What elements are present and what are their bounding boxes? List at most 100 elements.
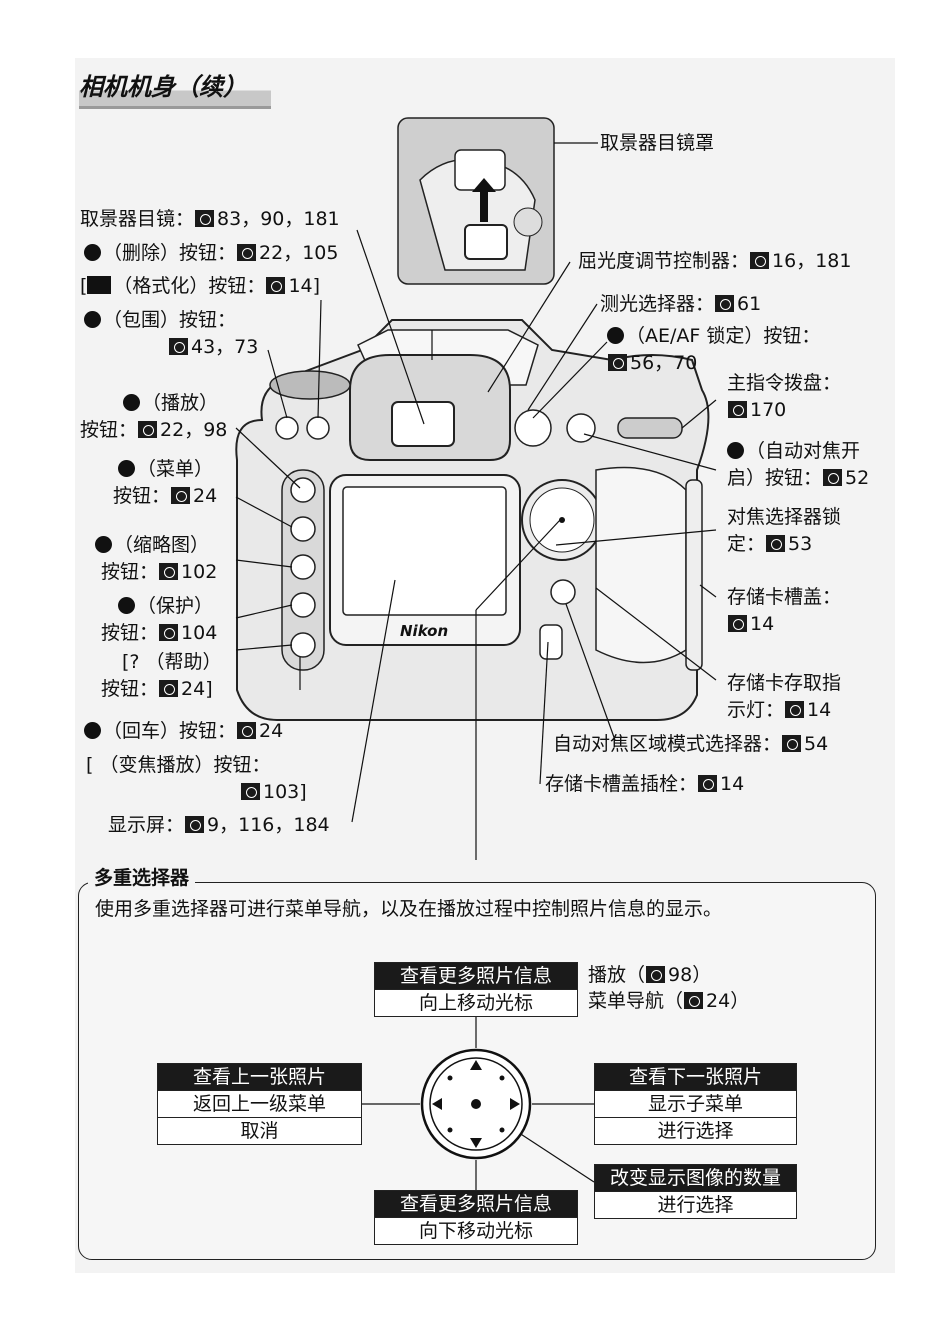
enter-icon: [84, 722, 101, 739]
page-ref-icon: [646, 966, 666, 983]
format-icon: [87, 276, 112, 294]
label-delete-button: （删除）按钮：22，105: [84, 240, 338, 266]
arrow-left-icon: [432, 1098, 442, 1110]
selector-up-playback: 查看更多照片信息: [375, 963, 577, 989]
page-ref-icon: [138, 421, 158, 438]
page-ref-icon: [728, 615, 747, 632]
label-thumbnail-button: （缩略图）: [95, 532, 209, 558]
page-ref-icon: [237, 244, 257, 261]
selector-left-playback: 查看上一张照片: [158, 1064, 361, 1090]
label-focus-lock-ref: 定：53: [727, 533, 813, 555]
selector-center-playback: 改变显示图像的数量: [595, 1165, 796, 1191]
page-ref-icon: [195, 210, 215, 227]
page-ref-icon: [750, 252, 770, 269]
label-protect-ref: 按钮：104: [101, 622, 218, 644]
selector-down-menu: 向下移动光标: [375, 1217, 577, 1244]
label-play-ref: 按钮：22，98: [80, 419, 228, 441]
label-monitor: 显示屏：9，116，184: [108, 814, 330, 836]
arrow-right-icon: [510, 1098, 520, 1110]
page-ref-icon: [823, 469, 843, 486]
label-help-ref: 按钮：24]: [101, 678, 213, 700]
label-protect-button: （保护）: [118, 593, 213, 619]
label-help-button: [? （帮助）: [122, 651, 222, 673]
af-on-icon: [727, 442, 744, 459]
label-main-dial-ref: 170: [727, 397, 786, 423]
selector-up-box: 查看更多照片信息 向上移动光标: [374, 962, 578, 1017]
selector-left-box: 查看上一张照片 返回上一级菜单 取消: [157, 1063, 362, 1145]
page-ref-icon: [159, 624, 179, 641]
page-ref-icon: [608, 354, 627, 371]
selector-left-menu: 返回上一级菜单: [158, 1090, 361, 1117]
page-ref-icon: [159, 563, 179, 580]
label-aeafl-ref: 56，70: [607, 350, 697, 376]
page-ref-icon: [171, 487, 191, 504]
label-access-lamp-ref: 示灯：14: [727, 699, 832, 721]
label-afon-ref: 启）按钮：52: [727, 467, 870, 489]
camera-illustration: [235, 117, 717, 860]
page-ref-icon: [766, 535, 786, 552]
label-card-cover-ref: 14: [727, 611, 774, 637]
label-card-latch: 存储卡槽盖插栓：14: [545, 773, 745, 795]
multi-selector-title: 多重选择器: [88, 866, 196, 890]
multi-selector-dial: [420, 1048, 532, 1160]
label-diopter: 屈光度调节控制器：16，181: [578, 250, 852, 272]
selector-down-playback: 查看更多照片信息: [375, 1191, 577, 1217]
page-ref-icon: [785, 701, 805, 718]
selector-center-box: 改变显示图像的数量 进行选择: [594, 1164, 797, 1219]
label-menu-button: （菜单）: [118, 456, 213, 482]
label-bkt-button: （包围）按钮：: [84, 307, 236, 333]
play-icon: [123, 394, 140, 411]
multi-selector-description: 使用多重选择器可进行菜单导航，以及在播放过程中控制照片信息的显示。: [95, 898, 723, 920]
page-ref-icon: [698, 775, 718, 792]
label-access-lamp: 存储卡存取指: [727, 672, 842, 694]
selector-down-box: 查看更多照片信息 向下移动光标: [374, 1190, 578, 1245]
bkt-icon: [84, 311, 101, 328]
label-af-area-selector: 自动对焦区域模式选择器：54: [553, 733, 829, 755]
page-ref-icon: [237, 722, 257, 739]
page-ref-icon: [782, 735, 802, 752]
label-bkt-ref: 43，73: [168, 334, 258, 360]
label-eyepiece: 取景器目镜：83，90，181: [80, 208, 340, 230]
label-play-button: （播放）: [123, 390, 218, 416]
label-menu-ref: 按钮：24: [113, 485, 218, 507]
leader-lines: [235, 142, 717, 860]
selector-up-menu: 向上移动光标: [375, 989, 577, 1016]
page-ref-icon: [728, 401, 747, 418]
label-eyepiece-cap: 取景器目镜罩: [600, 132, 715, 154]
page-title: 相机机身（续）: [79, 72, 271, 109]
brand-logo: Nikon: [400, 622, 449, 640]
label-zoom-button: [ （变焦播放）按钮：: [86, 754, 271, 776]
selector-center-select: 进行选择: [595, 1191, 796, 1218]
page-ref-icon: [185, 816, 205, 833]
camera-body: [235, 319, 710, 721]
page-ref-icon: [159, 680, 179, 697]
label-metering: 测光选择器：61: [600, 293, 762, 315]
label-focus-lock: 对焦选择器锁: [727, 506, 842, 528]
selector-up-note-menu: 菜单导航（24）: [588, 990, 750, 1012]
selector-right-playback: 查看下一张照片: [595, 1064, 796, 1090]
selector-left-cancel: 取消: [158, 1117, 361, 1144]
label-format-button: [（格式化）按钮：14]: [80, 275, 321, 297]
page-ref-icon: [684, 992, 704, 1009]
arrow-down-icon: [470, 1138, 482, 1148]
thumbnail-icon: [95, 536, 112, 553]
selector-right-menu: 显示子菜单: [595, 1090, 796, 1117]
page-ref-icon: [715, 295, 735, 312]
menu-icon: [118, 460, 135, 477]
page-ref-icon: [169, 338, 188, 355]
protect-key-icon: [118, 597, 135, 614]
delete-icon: [84, 244, 101, 261]
ae-af-lock-icon: [607, 327, 624, 344]
center-button-icon: [471, 1099, 481, 1109]
label-main-dial: 主指令拨盘：: [727, 372, 842, 394]
page-ref-icon: [241, 783, 260, 800]
arrow-up-icon: [470, 1060, 482, 1070]
label-thumbnail-ref: 按钮：102: [101, 561, 218, 583]
label-aeafl-button: （AE/AF 锁定）按钮：: [607, 323, 820, 349]
label-enter-button: （回车）按钮：24: [84, 718, 283, 744]
page-ref-icon: [266, 277, 286, 294]
label-afon-button: （自动对焦开: [727, 438, 860, 464]
selector-right-select: 进行选择: [595, 1117, 796, 1144]
label-zoom-ref: 103]: [240, 779, 307, 805]
selector-up-note-playback: 播放（98）: [588, 964, 712, 986]
